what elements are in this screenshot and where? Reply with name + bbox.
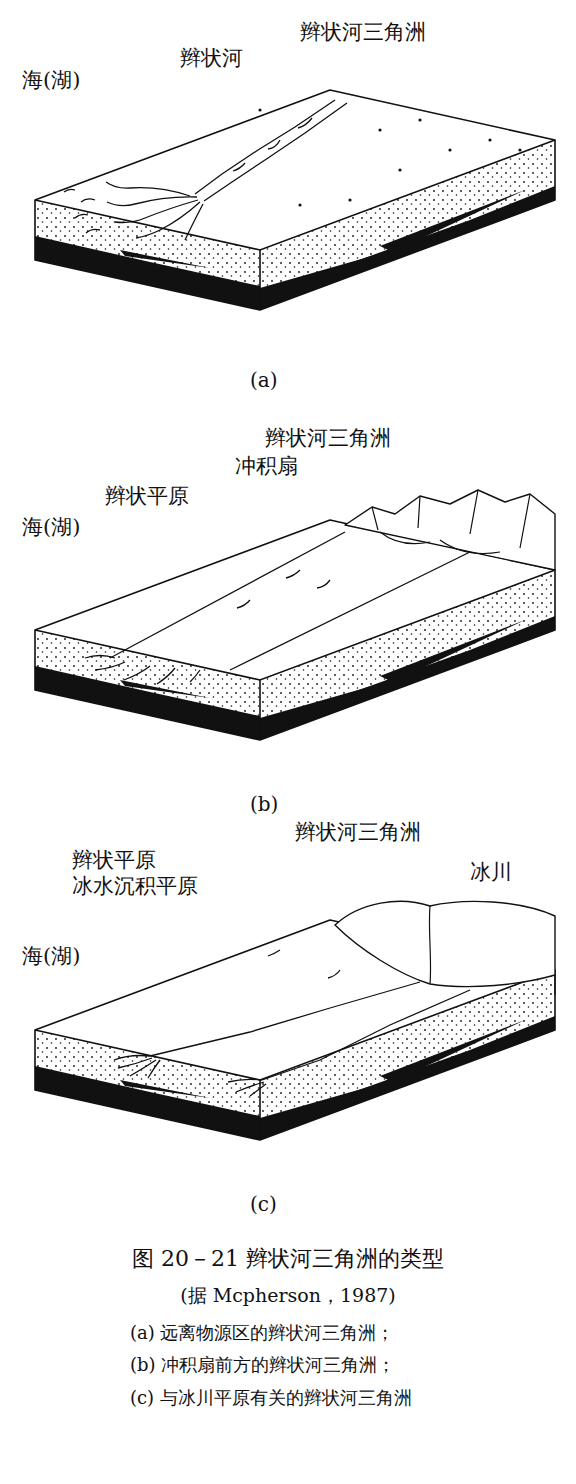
source-note: (据 Mcpherson，1987) <box>180 1284 395 1307</box>
panel-c-block <box>35 901 555 1140</box>
panel-a-block <box>35 90 555 310</box>
delta-channel <box>228 1079 266 1096</box>
alluvial-fan <box>372 490 530 554</box>
river-bank <box>204 103 347 201</box>
region-label: 冲积扇 <box>235 454 298 479</box>
meltwater-stream <box>150 982 420 1056</box>
mountain-range <box>345 490 555 570</box>
wave-mark <box>64 189 100 233</box>
panel-letter: (c) <box>250 1192 277 1216</box>
subfigure-note: (c) 与冰川平原有关的辫状河三角洲 <box>130 1387 412 1409</box>
region-label: 冰水沉积平原 <box>72 874 198 899</box>
delta-channel <box>136 202 200 238</box>
panel-letter: (a) <box>250 368 278 392</box>
fan-toe <box>380 532 500 554</box>
plain-edge <box>110 532 345 658</box>
region-label: 辫状平原 <box>105 484 189 509</box>
delta-channel <box>106 182 190 196</box>
region-label: 海(湖) <box>22 515 80 540</box>
subfigure-note: (a) 远离物源区的辫状河三角洲； <box>130 1322 395 1344</box>
panel-letter: (b) <box>250 792 278 816</box>
region-label: 海(湖) <box>22 944 80 969</box>
region-label: 辫状平原 <box>72 848 156 873</box>
delta-channel <box>114 1056 160 1079</box>
delta-channel <box>85 656 200 685</box>
glacier-edge <box>429 906 555 995</box>
meltwater-stream <box>262 990 470 1080</box>
river-bar <box>237 570 330 608</box>
outwash-plain <box>114 950 470 1096</box>
region-label: 辫状河三角洲 <box>300 20 426 45</box>
plain-edge <box>230 552 470 670</box>
region-label: 辫状河 <box>180 46 243 71</box>
subfigure-note: (b) 冲积扇前方的辫状河三角洲； <box>130 1354 395 1376</box>
delta-channel <box>185 204 203 240</box>
braided-river <box>64 100 347 240</box>
region-label: 海(湖) <box>22 68 80 93</box>
delta-channel <box>115 200 198 223</box>
ridge-line <box>372 490 530 548</box>
figure-caption: 图 20－21 辫状河三角洲的类型 <box>132 1246 444 1272</box>
braid-plain <box>85 532 470 684</box>
region-label: 辫状河三角洲 <box>295 820 421 845</box>
region-label: 辫状河三角洲 <box>265 426 391 451</box>
glacier <box>335 901 555 986</box>
gravel-dots <box>258 108 521 206</box>
block-body <box>35 90 555 310</box>
region-label: 冰川 <box>470 860 512 885</box>
block-body <box>35 520 555 740</box>
river-bar <box>233 118 312 171</box>
river-bank <box>195 100 335 194</box>
plain-mark <box>268 950 340 978</box>
panel-b-block <box>35 490 555 740</box>
